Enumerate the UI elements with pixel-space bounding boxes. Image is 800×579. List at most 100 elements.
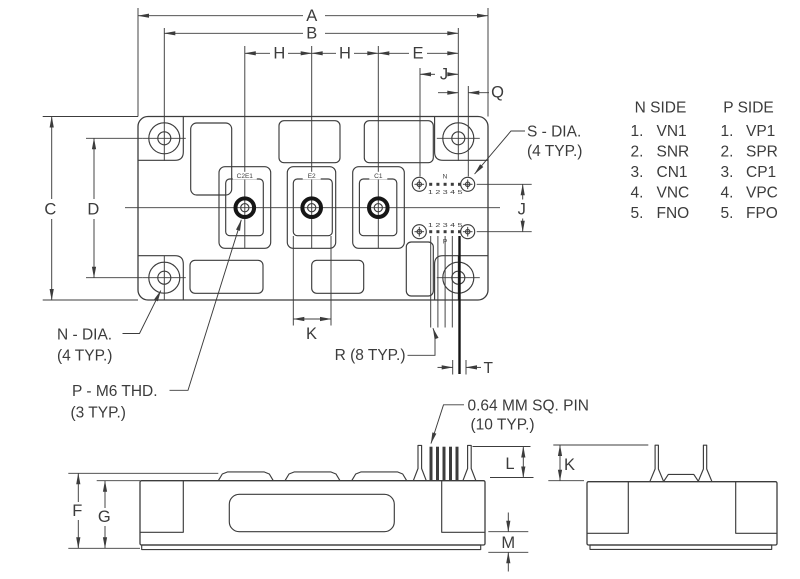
dimension-j-top: J [419,66,459,177]
front-terminal-bump-2 [284,471,341,481]
dim-label-c: C [44,201,56,219]
p-row4-num: 4. [721,185,734,202]
terminal-e2: E2 [286,166,337,249]
pin-table-header-n: N SIDE [635,100,687,117]
front-terminal-bump-1 [217,471,274,481]
s-dia-text-2: (4 TYP.) [527,143,582,160]
dim-label-a: A [306,7,317,25]
pin-table: N SIDE P SIDE 1. VN1 2. SNR 3. CN1 4. VN… [631,100,778,223]
dim-label-g: G [98,508,111,526]
dimension-d: D [86,137,143,279]
dim-label-k-top: K [306,325,317,343]
end-pin-right [697,444,713,482]
p-thd-text-2: (3 TYP.) [71,405,126,422]
dim-label-d: D [87,201,99,219]
case-recess-top-2 [363,120,434,164]
dim-label-j-right: J [518,201,526,219]
dimension-l: L [472,446,534,478]
front-terminal-bump-3 [351,471,408,481]
terminal-c1: C1 [352,166,405,249]
case-recess-bottom-1 [189,259,264,294]
case-recess-top-1 [278,120,341,164]
dimension-a: A [137,7,489,117]
dim-label-f: F [72,502,82,520]
p-row5-label: FPO [746,205,778,222]
n-row3-label: CN1 [657,164,688,181]
signal-row-p-numbers: 1 2 3 4 5 [428,223,463,229]
front-guide-pin-right [462,444,477,481]
dimension-j-right: J [476,183,532,233]
end-step-right [735,481,777,534]
pin-table-column-n: 1. VN1 2. SNR 3. CN1 4. VNC 5. FNO [631,123,690,222]
dimension-h-e-chain: H H E [244,45,459,63]
dimension-k-side: K [548,444,649,482]
dimension-t: T [437,360,494,377]
corner-pad-bottom-left [138,255,184,300]
case-recess-left [190,122,233,196]
dimension-k-top: K [292,236,332,343]
p-row4-label: VPC [746,185,778,202]
annotation-r-typ: R (8 TYP.) [335,327,439,364]
p-row5-num: 5. [721,205,734,222]
pin-table-header-p: P SIDE [723,100,774,117]
dim-label-j-top: J [440,66,448,84]
n-row2-label: SNR [657,144,690,161]
dimension-c: C [42,116,138,301]
front-label-recess [228,493,395,533]
terminal-label-c2e1: C2E1 [237,173,254,180]
dim-label-b: B [306,25,317,43]
terminal-c2e1: C2E1 [218,166,272,249]
dimension-q: Q [438,84,504,177]
mounting-hole-bottom-left [142,255,186,300]
front-body [139,480,486,546]
dim-label-k-side: K [564,456,575,474]
end-step-left [587,481,629,534]
front-baseplate [141,544,482,551]
pin-leader-lines [430,236,461,374]
pin-table-column-p: 1. VP1 2. SPR 3. CP1 4. VPC 5. FPO [721,123,778,222]
p-row2-num: 2. [721,144,734,161]
p-row2-label: SPR [746,144,778,161]
annotation-n-dia: N - DIA. (4 TYP.) [57,290,162,365]
n-dia-text-1: N - DIA. [57,327,112,344]
sq-pin-text-1: 0.64 MM SQ. PIN [468,398,589,415]
p-row1-num: 1. [721,123,734,140]
n-row2-num: 2. [631,144,644,161]
signal-row-n: N 1 2 3 4 5 [411,174,476,196]
signal-pins-p [429,230,461,234]
n-dia-text-2: (4 TYP.) [57,348,112,365]
front-guide-pin-left [412,444,427,481]
annotation-sq-pin: 0.64 MM SQ. PIN (10 TYP.) [430,398,589,444]
n-row1-label: VN1 [657,123,687,140]
corner-pad-top-right [434,116,488,161]
n-row4-label: VNC [657,185,690,202]
dimension-m: M [488,512,529,572]
dim-label-t: T [484,360,494,377]
front-step-left [140,480,184,533]
case-recess-bottom-2 [311,259,365,294]
dimension-g: G [96,480,140,549]
r-typ-text: R (8 TYP.) [335,347,406,364]
corner-pad-bottom-right [434,255,488,300]
module-body-outline [137,115,489,301]
p-row3-label: CP1 [746,164,776,181]
s-dia-text-1: S - DIA. [527,124,581,141]
dim-label-h2: H [339,45,351,63]
terminal-label-c1: C1 [374,173,383,180]
end-view [586,444,778,550]
end-connector-bump [663,473,700,483]
signal-row-n-label: N [443,174,448,181]
annotation-p-thd: P - M6 THD. (3 TYP.) [71,219,242,422]
dim-label-q: Q [491,84,504,102]
annotation-s-dia: S - DIA. (4 TYP.) [474,124,582,175]
n-row5-num: 5. [631,205,644,222]
dim-label-m: M [501,534,515,552]
front-signal-pins [429,446,459,481]
p-row3-num: 3. [721,164,734,181]
case-recess-bottom-3 [405,241,434,297]
p-thd-text-1: P - M6 THD. [72,383,158,400]
end-baseplate [589,544,773,550]
terminal-label-e2: E2 [308,173,316,180]
